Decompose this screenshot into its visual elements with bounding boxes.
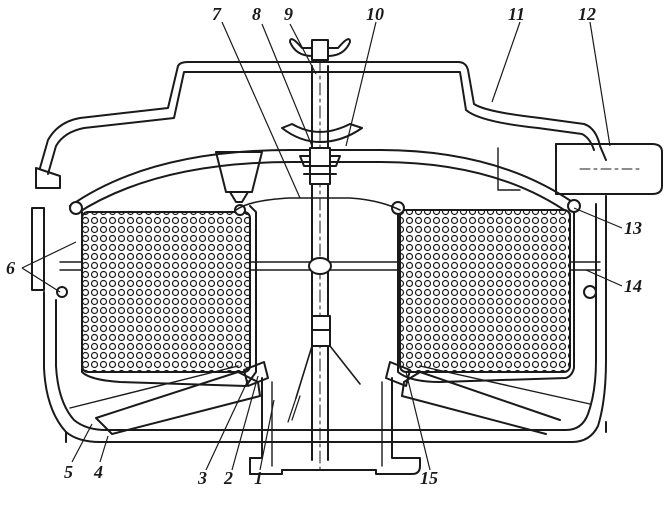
housing-bowl-inner — [55, 203, 597, 431]
leader-2 — [231, 375, 259, 471]
funnel-cap — [215, 151, 263, 193]
callout-label: 13 — [624, 218, 642, 238]
inlet-pipe — [249, 377, 421, 475]
leader-5 — [71, 423, 93, 463]
leader-3 — [205, 379, 249, 471]
callout-label: 10 — [366, 4, 384, 24]
gasket-right — [385, 361, 411, 387]
leader-15 — [405, 371, 431, 471]
callout-label: 6 — [6, 258, 15, 278]
callout-label: 2 — [223, 468, 233, 488]
leader-11 — [491, 21, 521, 103]
lower-cone — [95, 371, 261, 435]
outlet-pipe — [555, 143, 663, 195]
leader-6b — [21, 267, 61, 293]
leader-8 — [261, 23, 313, 147]
leader-7 — [221, 21, 301, 199]
upper-deflector — [69, 149, 579, 207]
leader-6a — [21, 241, 77, 269]
filter-element-left — [81, 211, 251, 373]
leader-4 — [99, 435, 109, 463]
filter-element-right — [399, 209, 571, 373]
leader-10 — [345, 21, 377, 147]
callout-label: 7 — [212, 4, 222, 24]
cover-lid-inner — [47, 71, 595, 175]
callout-label: 3 — [197, 468, 207, 488]
cover-lid — [39, 61, 607, 169]
callout-label: 4 — [93, 462, 103, 482]
callout-label: 8 — [252, 4, 261, 24]
callout-label: 9 — [284, 4, 293, 24]
housing-bowl — [43, 195, 607, 443]
callout-label: 15 — [420, 468, 438, 488]
leader-14 — [585, 269, 623, 287]
gasket-left — [243, 361, 269, 387]
callout-label: 14 — [624, 276, 642, 296]
callout-label: 1 — [254, 468, 263, 488]
leader-1 — [259, 399, 275, 471]
callout-label: 11 — [508, 4, 525, 24]
callout-label: 12 — [578, 4, 596, 24]
leader-9 — [289, 23, 317, 75]
spring-washer — [281, 123, 363, 143]
leader-12 — [589, 21, 611, 147]
lid-flange-left — [35, 167, 61, 189]
callout-label: 5 — [64, 462, 73, 482]
leader-13 — [573, 207, 623, 229]
